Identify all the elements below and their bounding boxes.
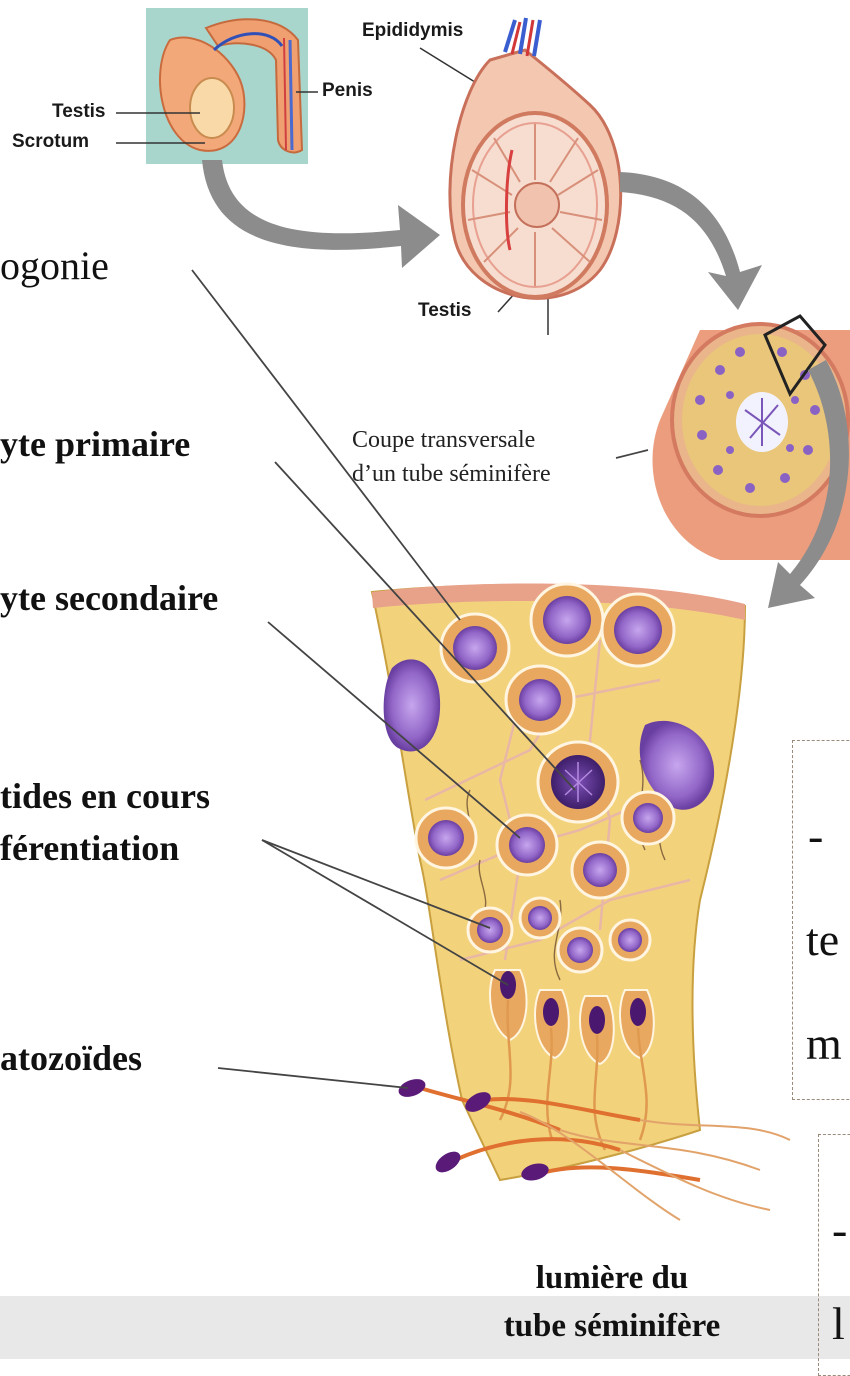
right-box1-line3: m: [806, 1014, 842, 1074]
label-spermatocyte-secondaire: yte secondaire: [0, 572, 218, 624]
testis-section: [450, 18, 621, 298]
primary-spermatocyte-cell: [538, 742, 618, 822]
label-testis-section: Testis: [418, 300, 472, 322]
right-box2-line2: l: [832, 1294, 845, 1354]
reproductive-system-inset: [146, 8, 308, 164]
label-spermatides-line2: férentiation: [0, 822, 179, 874]
label-scrotum: Scrotum: [12, 131, 89, 153]
right-box1-line2: te: [806, 910, 839, 970]
secondary-spermatocyte-cell: [497, 815, 557, 875]
right-box1-line1: -: [808, 806, 823, 866]
right-box2-line1: -: [832, 1200, 847, 1260]
lumen-label-line2: tube séminifère: [432, 1304, 792, 1348]
label-epididymis: Epididymis: [362, 20, 463, 42]
cross-section-caption-line1: Coupe transversale: [352, 424, 535, 456]
label-spermatogonie: ogonie: [0, 242, 109, 289]
label-spermatocyte-primaire: yte primaire: [0, 418, 190, 470]
label-spermatides-line1: tides en cours: [0, 770, 210, 822]
cross-section-caption-line2: d’un tube séminifère: [352, 458, 551, 490]
lumen-label-line1: lumière du: [432, 1256, 792, 1300]
label-testis: Testis: [52, 101, 106, 123]
spermatogonium-cell: [441, 614, 509, 682]
label-penis: Penis: [322, 80, 373, 102]
label-spermatozoides: atozoïdes: [0, 1032, 142, 1084]
